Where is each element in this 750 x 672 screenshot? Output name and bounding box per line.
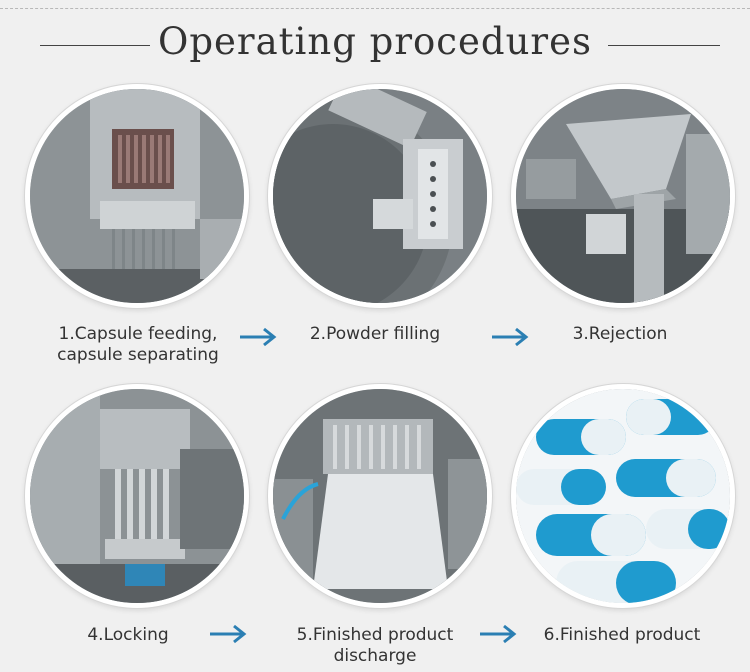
- arrow-right-icon: [490, 326, 534, 348]
- top-dashed-border: [0, 8, 750, 9]
- step-3-label-line1: 3.Rejection: [572, 324, 668, 344]
- step-3-photo: [511, 84, 735, 308]
- title-rule-right: [608, 45, 720, 46]
- title-rule-left: [40, 45, 150, 46]
- step-6-label-line1: 6.Finished product: [543, 625, 701, 645]
- step-2-label: 2.Powder filling: [295, 324, 455, 345]
- step-2-photo: [268, 84, 492, 308]
- step-5-photo: [268, 384, 492, 608]
- step-5-label-line2: discharge: [333, 646, 417, 666]
- step-3-label: 3.Rejection: [555, 324, 685, 345]
- step-1-label-line2: capsule separating: [57, 345, 219, 365]
- arrow-right-icon: [478, 623, 522, 645]
- arrow-right-icon: [208, 623, 252, 645]
- step-6-label: 6.Finished product: [532, 625, 712, 646]
- step-5-label-line1: 5.Finished product: [296, 625, 454, 645]
- step-4-label: 4.Locking: [68, 625, 188, 646]
- step-4-label-line1: 4.Locking: [87, 625, 169, 645]
- step-5-label: 5.Finished product discharge: [285, 625, 465, 667]
- step-2-label-line1: 2.Powder filling: [309, 324, 441, 344]
- header: Operating procedures: [0, 16, 750, 74]
- step-1-photo: [25, 84, 249, 308]
- step-6-photo: [511, 384, 735, 608]
- step-4-photo: [25, 384, 249, 608]
- arrow-right-icon: [238, 326, 282, 348]
- page-title: Operating procedures: [158, 20, 592, 63]
- step-1-label: 1.Capsule feeding, capsule separating: [48, 324, 228, 366]
- step-1-label-line1: 1.Capsule feeding,: [58, 324, 218, 344]
